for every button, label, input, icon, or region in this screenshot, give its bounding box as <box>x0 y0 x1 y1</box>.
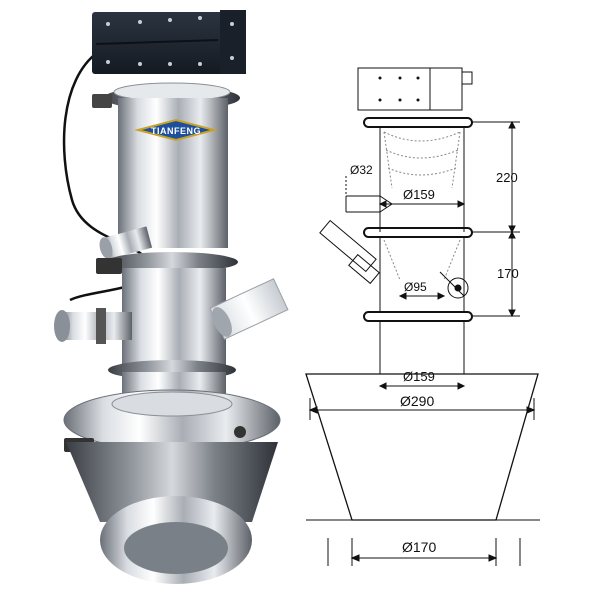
dim-height-220: 220 <box>496 170 518 185</box>
drawing-motor <box>357 67 473 111</box>
drawing-angled-inlet <box>319 219 380 285</box>
dim-body-159-lower: Ø159 <box>403 369 435 384</box>
drawing-valve <box>439 271 469 299</box>
material-inlet <box>54 308 132 344</box>
dim-base-170: Ø170 <box>402 539 436 555</box>
technical-drawing: Ø32 Ø159 Ø95 <box>305 67 540 566</box>
drawing-height-dims <box>472 120 520 318</box>
lower-cylinder <box>122 268 226 368</box>
drawing-top-clamp <box>363 117 473 128</box>
brand-label: TIANFENG <box>151 126 201 136</box>
sight-glass <box>209 278 289 340</box>
dim-height-170: 170 <box>497 266 519 281</box>
middle-clamp <box>106 252 238 272</box>
motor-housing <box>92 10 246 74</box>
dim-hopper-290: Ø290 <box>400 393 434 409</box>
drawing-lower-clamp <box>363 311 473 322</box>
dim-outlet-95: Ø95 <box>404 280 427 294</box>
drawing-filter <box>383 131 461 189</box>
brand-badge: TIANFENG <box>134 118 218 142</box>
hopper-body <box>66 442 278 522</box>
dim-inlet-32: Ø32 <box>350 163 373 177</box>
dim-body-159-upper: Ø159 <box>403 187 435 202</box>
product-photo: TIANFENG <box>54 10 289 584</box>
side-inlet-pipe <box>99 226 153 260</box>
